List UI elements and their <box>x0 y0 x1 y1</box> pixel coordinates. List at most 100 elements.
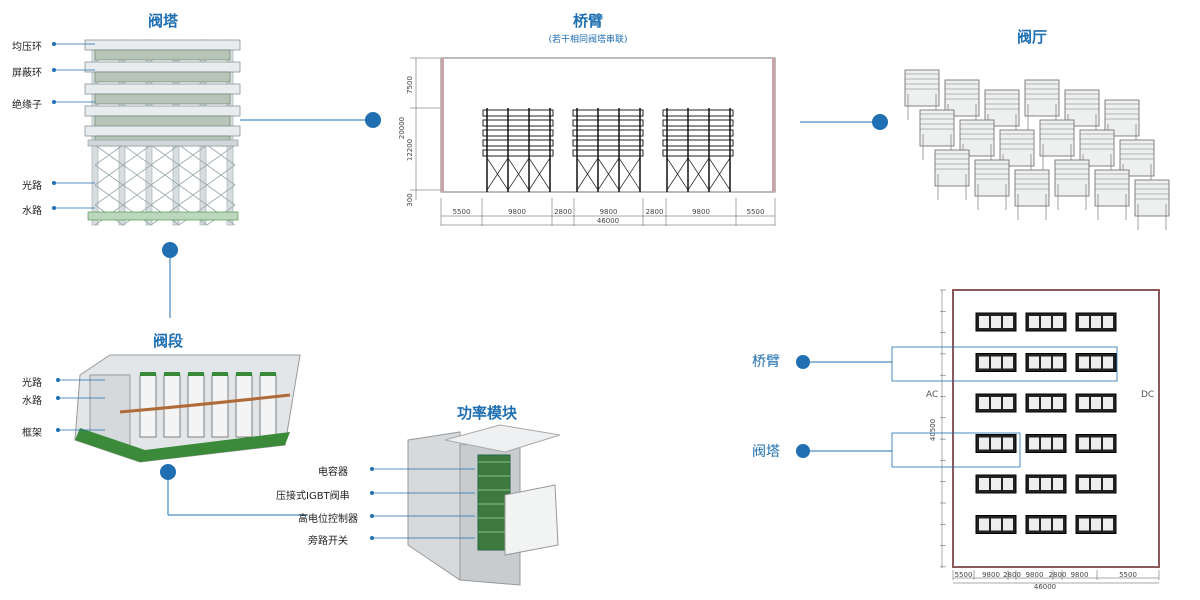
label-controller: 高电位控制器 <box>298 514 358 525</box>
tower-tier <box>482 109 554 117</box>
plan-tower-cell <box>1103 356 1113 369</box>
label-dot <box>56 396 60 400</box>
tower-tier <box>662 139 734 147</box>
plan-tower-cell <box>979 437 989 450</box>
plan-tower-cell <box>1091 518 1101 531</box>
label-grading-ring: 均压环 <box>12 42 42 53</box>
brace <box>486 157 509 191</box>
valve-section-layer <box>94 49 231 61</box>
label-section-optical: 光路 <box>22 378 42 389</box>
dim-total-width: 46000 <box>597 217 619 225</box>
section-module <box>139 374 157 438</box>
brace <box>708 157 731 191</box>
brace <box>666 157 689 191</box>
section-bus <box>212 372 228 376</box>
section-module <box>211 374 229 438</box>
dim-9800: 9800 <box>508 208 526 216</box>
valve-section-title: 阀段 <box>152 332 184 350</box>
plan-tower-cell <box>991 316 1001 328</box>
tower-tier <box>482 119 554 127</box>
insulator-brace <box>122 144 152 166</box>
shield-ring <box>84 105 241 117</box>
valve-tower-title: 阀塔 <box>147 12 179 30</box>
valve-tower-bridge-dot <box>365 112 381 128</box>
dim-9800: 9800 <box>600 208 618 216</box>
hall-tower <box>1134 179 1170 217</box>
tower-tier <box>482 149 554 157</box>
plan-tower-cell <box>1091 356 1101 369</box>
plan-tower-cell <box>1091 478 1101 490</box>
insulator-brace <box>178 184 208 206</box>
insulator-brace <box>122 164 152 186</box>
tower-tier <box>662 149 734 157</box>
tower-tier <box>572 129 644 137</box>
plan-tower-cell <box>1103 437 1113 450</box>
plan-tower-cell <box>1079 518 1089 531</box>
brace <box>576 157 599 191</box>
label-section-water: 水路 <box>22 396 42 407</box>
section-bus <box>140 372 156 376</box>
dim-9800: 9800 <box>692 208 710 216</box>
label-dot <box>370 491 374 495</box>
dim-300: 300 <box>406 193 414 206</box>
plan-tower-cell <box>1029 437 1039 450</box>
label-water-path: 水路 <box>22 206 42 217</box>
insulator-brace <box>94 164 124 186</box>
shield-ring <box>84 61 241 73</box>
plan-tower-cell <box>1079 356 1089 369</box>
label-dot <box>52 206 56 210</box>
plan-tower-cell <box>1029 518 1039 531</box>
shield-ring <box>84 83 241 95</box>
valve-tower-highlight <box>891 432 1021 468</box>
plan-tower-cell <box>1053 478 1063 490</box>
power-module-image <box>407 431 461 581</box>
plan-tower-cell <box>979 316 989 328</box>
wall-right <box>772 58 775 192</box>
valve-hall-title: 阀厅 <box>1016 28 1048 46</box>
section-water-pipe <box>119 393 291 414</box>
plan-tower-cell <box>979 518 989 531</box>
section-module <box>259 374 277 438</box>
label-optical-path: 光路 <box>22 181 42 192</box>
wall-left <box>441 58 444 192</box>
plan-dim-9800: 9800 <box>1071 571 1089 579</box>
label-dot <box>52 100 56 104</box>
valve-section-layer <box>94 93 231 105</box>
power-module-title: 功率模块 <box>456 404 518 422</box>
plan-tower-cell <box>979 356 989 369</box>
label-dot <box>56 428 60 432</box>
valve-section-layer <box>94 71 231 83</box>
plan-dim-height: 40500 <box>929 419 937 441</box>
dim-5500: 5500 <box>747 208 765 216</box>
plan-dim-5500: 5500 <box>955 571 973 579</box>
plan-tower-cell <box>991 518 1001 531</box>
tower-tier <box>662 129 734 137</box>
hall-tower <box>1024 79 1060 117</box>
tower-tier <box>572 149 644 157</box>
label-bypass-switch: 旁路开关 <box>308 536 348 547</box>
label-igbt-string: 压接式IGBT阀串 <box>276 491 350 502</box>
dim-7500: 7500 <box>406 76 414 94</box>
brace <box>687 157 710 191</box>
plan-tower-cell <box>1029 397 1039 409</box>
insulator-brace <box>178 164 208 186</box>
tower-plate <box>87 139 239 147</box>
tower-tier <box>572 119 644 127</box>
plan-tower-cell <box>1041 437 1051 450</box>
plan-label-bridge-arm: 桥臂 <box>752 354 780 370</box>
bridge-arm-subtitle: (若干相同阀塔串联) <box>548 35 628 45</box>
insulator-brace <box>206 164 236 186</box>
plan-label-ac: AC <box>926 390 939 400</box>
insulator-brace <box>178 144 208 166</box>
tower-base <box>87 211 239 221</box>
plan-tower-cell <box>1053 397 1063 409</box>
hall-tower <box>974 159 1010 197</box>
plan-tower-cell <box>991 437 1001 450</box>
insulator-brace <box>150 164 180 186</box>
section-module <box>235 374 253 438</box>
plan-dim-9800: 9800 <box>982 571 1000 579</box>
plan-tower-cell <box>1029 316 1039 328</box>
plan-tower-cell <box>1091 437 1101 450</box>
brace <box>528 157 551 191</box>
